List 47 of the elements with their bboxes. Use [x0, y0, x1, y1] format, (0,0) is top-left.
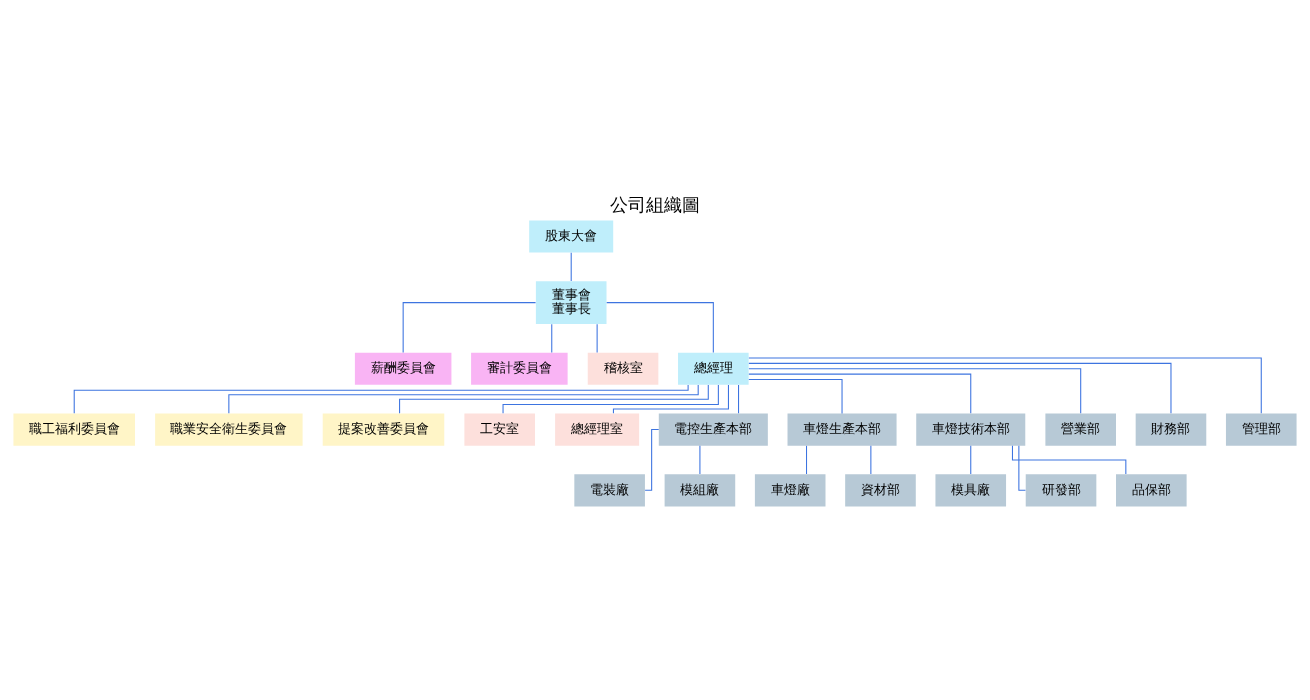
- node-box: 車燈生產本部: [787, 413, 897, 446]
- connector: [748, 362, 1172, 414]
- node-box: 營業部: [1045, 413, 1116, 446]
- node-box: 管理部: [1225, 413, 1297, 446]
- node-box: 總經理: [678, 352, 749, 385]
- connector: [612, 384, 729, 414]
- connector: [699, 445, 701, 475]
- connector: [73, 384, 689, 414]
- connector: [748, 373, 972, 414]
- node-box: 研發部: [1025, 474, 1097, 507]
- node-box: 股東大會: [529, 220, 614, 253]
- connector: [738, 384, 740, 414]
- connector: [748, 357, 1262, 414]
- connector: [970, 445, 972, 475]
- connector: [748, 368, 1082, 414]
- node-box: 職工福利委員會: [13, 413, 135, 446]
- node-box: 車燈廠: [754, 474, 826, 507]
- connector: [502, 384, 719, 414]
- node-box: 總經理室: [555, 413, 640, 446]
- connector: [596, 323, 598, 354]
- node-box: 稽核室: [587, 352, 659, 385]
- node-box: 電控生產本部: [658, 413, 768, 446]
- node-box: 資材部: [845, 474, 916, 507]
- node-box: 工安室: [464, 413, 535, 446]
- connector: [228, 384, 699, 414]
- node-box: 車燈技術本部: [916, 413, 1026, 446]
- connector: [870, 445, 872, 475]
- node-box: 模組廠: [664, 474, 736, 507]
- node-box: 模具廠: [935, 474, 1007, 507]
- connector: [1018, 445, 1026, 491]
- diagram-title: 公司組織圖: [610, 194, 700, 216]
- node-box: 電裝廠: [574, 474, 645, 507]
- node-box: 品保部: [1116, 474, 1187, 507]
- connector: [606, 302, 714, 353]
- connector: [644, 429, 660, 491]
- connector: [805, 445, 808, 475]
- node-box: 審計委員會: [471, 352, 568, 385]
- connector: [551, 323, 553, 354]
- node-box: 職業安全衛生委員會: [155, 413, 303, 446]
- node-box: 財務部: [1135, 413, 1207, 446]
- node-box: 董事會 董事長: [535, 281, 607, 325]
- connector: [570, 252, 572, 282]
- node-box: 薪酬委員會: [354, 352, 452, 385]
- connector: [402, 302, 537, 353]
- connector: [748, 378, 843, 414]
- connector: [399, 384, 709, 414]
- node-box: 提案改善委員會: [322, 413, 445, 446]
